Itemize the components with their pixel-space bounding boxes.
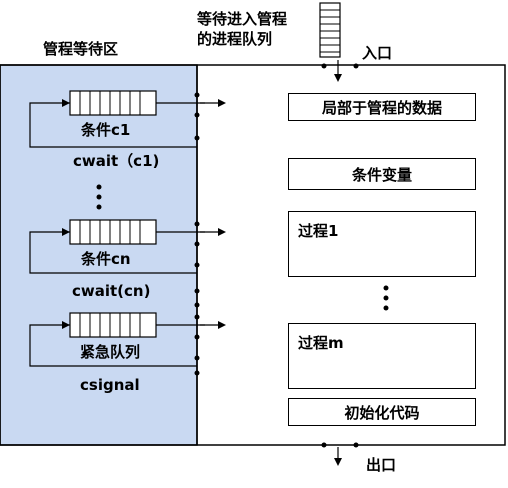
urgent-queue: [69, 312, 157, 338]
urgent-queue-loop: [29, 324, 197, 367]
ellipsis-dot: [96, 194, 102, 200]
condition-variables-label: 条件变量: [351, 165, 412, 184]
ellipsis-dot: [96, 204, 102, 210]
junction-dot: [194, 370, 200, 376]
exit-arrow: [334, 447, 342, 466]
condition-c1-operation: cwait（c1): [73, 152, 160, 170]
urgent-queue-to-monitor-arrow: [200, 321, 226, 329]
junction-dot: [194, 92, 200, 98]
condition-variables-box: 条件变量: [288, 158, 476, 190]
init-code-box: 初始化代码: [288, 398, 476, 426]
procedure-1-box: 过程1: [288, 211, 476, 277]
init-code-label: 初始化代码: [344, 403, 420, 422]
exit-label: 出口: [366, 456, 397, 474]
urgent-queue-operation: csignal: [80, 376, 140, 394]
condition-c1-to-monitor-arrow: [200, 99, 226, 107]
procedure-m-label: 过程m: [298, 334, 344, 352]
ellipsis-dot: [383, 285, 389, 291]
condition-c1-name: 条件c1: [81, 121, 131, 139]
local-data-box: 局部于管程的数据: [288, 93, 476, 121]
junction-dot: [194, 355, 200, 361]
waiting-zone-area: [0, 64, 198, 446]
junction-dot: [194, 112, 200, 118]
condition-cn-loop-arrowhead: [62, 228, 70, 236]
junction-dot: [194, 241, 200, 247]
entrance-label: 入口: [362, 44, 393, 62]
entry-point-dot: [321, 63, 327, 69]
junction-dot: [194, 314, 200, 320]
procedure-1-label: 过程1: [298, 222, 339, 240]
condition-c1-loop: [29, 102, 197, 148]
condition-cn-name: 条件cn: [81, 250, 131, 268]
waiting-zone-title: 管程等待区: [43, 40, 119, 58]
entrance-arrow: [334, 60, 342, 82]
urgent-queue-loop-arrowhead: [62, 321, 70, 329]
exit-point-dot: [353, 442, 359, 448]
entry-queue-label-line1: 等待进入管程: [197, 10, 288, 28]
condition-c1-loop-arrowhead: [62, 99, 70, 107]
exit-point-dot: [321, 442, 327, 448]
urgent-queue-name: 紧急队列: [80, 343, 141, 361]
junction-dot: [194, 135, 200, 141]
junction-dot: [194, 288, 200, 294]
junction-dot: [194, 334, 200, 340]
entry-queue-label-line2: 的进程队列: [197, 30, 273, 48]
condition-c1-queue: [69, 90, 157, 116]
entry-point-dot: [353, 63, 359, 69]
junction-dot: [194, 262, 200, 268]
local-data-label: 局部于管程的数据: [321, 98, 442, 117]
junction-dot: [194, 221, 200, 227]
condition-cn-queue: [69, 219, 157, 245]
monitor-boundary: [0, 64, 506, 446]
condition-cn-loop: [29, 231, 197, 274]
junction-dot: [194, 302, 200, 308]
ellipsis-dot: [96, 184, 102, 190]
condition-cn-to-monitor-arrow: [200, 228, 226, 236]
condition-cn-operation: cwait(cn): [72, 282, 151, 300]
ellipsis-dot: [383, 295, 389, 301]
ellipsis-dot: [383, 305, 389, 311]
procedure-m-box: 过程m: [288, 323, 476, 389]
entry-queue: [319, 2, 341, 58]
